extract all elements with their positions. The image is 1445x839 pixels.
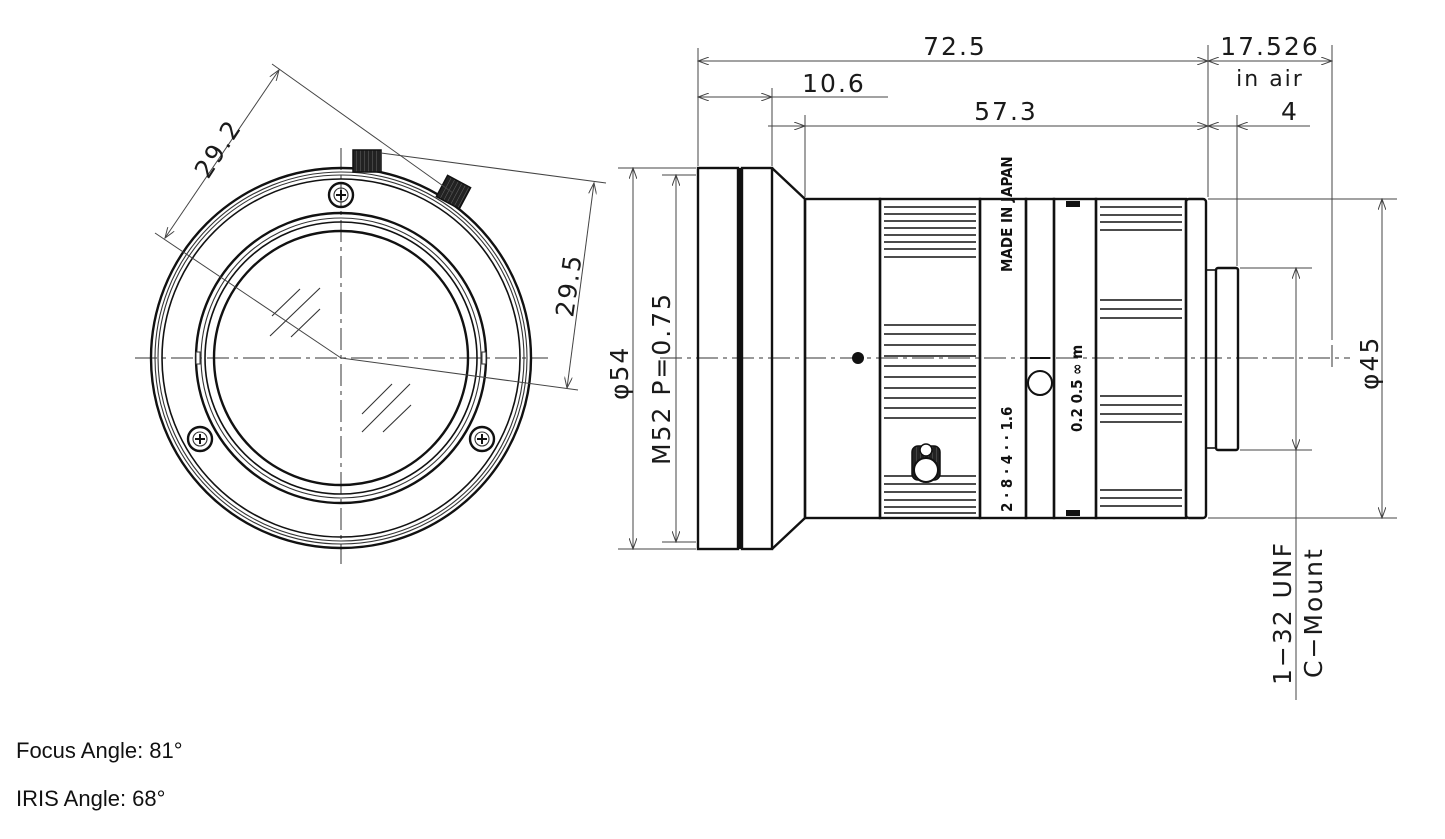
lens-glass <box>212 229 470 487</box>
screw-icon <box>468 425 496 453</box>
index-pin-icon <box>1027 370 1053 396</box>
dim-phi45-label: φ45 <box>1355 336 1384 390</box>
in-air-label: in air <box>1236 67 1304 92</box>
c-mount-thread <box>1214 266 1240 452</box>
screw-icon <box>186 425 214 453</box>
dim-unf-label: 1−32 UNF <box>1268 541 1297 685</box>
dim-29-5-label: 29.5 <box>550 252 588 319</box>
dim-10-6-label: 10.6 <box>802 69 866 98</box>
filter-ring <box>740 166 774 551</box>
dim-17-526-label: 17.526 <box>1220 32 1319 61</box>
glass-reflection-icon <box>269 287 412 433</box>
dim-m52-label: M52 P=0.75 <box>647 292 676 465</box>
dim-cmount-label: C−Mount <box>1299 547 1328 678</box>
outer-ring <box>149 166 533 550</box>
iris-angle-caption: IRIS Angle: 68° <box>16 786 166 811</box>
side-view: MADE IN JAPAN 2 · 8 · 4 · · 1.6 0.2 0.5 … <box>605 32 1397 700</box>
dim-4-label: 4 <box>1281 97 1299 126</box>
lens-dimension-drawing: 29.2 29.5 <box>135 32 1397 700</box>
dim-57-3-label: 57.3 <box>974 97 1038 126</box>
iris-scale-label: 2 · 8 · 4 · · 1.6 <box>998 407 1016 512</box>
dim-29-2-label: 29.2 <box>189 114 248 183</box>
index-dot <box>852 352 864 364</box>
screw-icon <box>327 181 355 209</box>
made-in-label: MADE IN JAPAN <box>998 156 1016 272</box>
lock-screw-icon <box>911 443 941 483</box>
focus-scale-label: 0.2 0.5 ∞ m <box>1068 345 1086 432</box>
dim-72-5-label: 72.5 <box>923 32 987 61</box>
iris-lever-knob <box>435 174 472 210</box>
focus-ring-knurl <box>884 206 976 514</box>
dim-phi54-label: φ54 <box>605 346 634 400</box>
focus-angle-caption: Focus Angle: 81° <box>16 738 183 763</box>
focus-lever-knob <box>352 149 382 173</box>
front-view: 29.2 29.5 <box>135 63 607 564</box>
